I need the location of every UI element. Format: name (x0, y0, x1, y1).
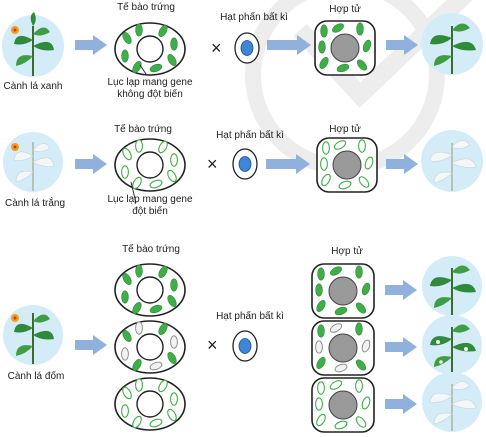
result-white-icon (421, 130, 483, 192)
pollen-label: Hạt phấn bất kì (220, 12, 288, 23)
egg-cell-variegated-middle (114, 320, 186, 374)
arrow-icon (75, 335, 107, 355)
zygote-variegated-middle (311, 320, 375, 376)
pollen-grain (232, 148, 258, 180)
branch-green-label: Cành lá xanh (3, 81, 63, 92)
zygote-variegated-top (311, 263, 375, 319)
zygote-white (316, 137, 378, 193)
egg-cell-label: Tế bào trứng (114, 124, 172, 135)
row-green-branch (2, 12, 64, 77)
arrow-icon (75, 35, 107, 55)
chloroplast-note-line1: Lục lạp mang gene (107, 194, 193, 205)
egg-cell-variegated-bottom (114, 377, 186, 431)
zygote-variegated-bottom (311, 377, 375, 433)
egg-cell-green (114, 22, 186, 76)
cross-symbol: × (207, 154, 218, 174)
zygote-green (314, 20, 376, 76)
row-white-branch (3, 132, 63, 192)
zygote-label: Hợp tử (329, 4, 361, 15)
chloroplast-note-line1: Lục lạp mang gene (107, 77, 193, 88)
pollen-grain (232, 330, 258, 362)
zygote-label: Hợp tử (329, 124, 361, 135)
note-pointer (130, 181, 137, 204)
egg-cell-white (114, 138, 186, 192)
chloroplast-note-line2: không đột biến (117, 89, 183, 100)
note-pointer (139, 64, 147, 75)
plant-white-icon (3, 132, 63, 192)
cross-symbol: × (211, 38, 222, 58)
zygote-label: Hợp tử (331, 246, 363, 257)
branch-variegated-label: Cành lá đốm (7, 371, 65, 382)
result-variegated-bottom-icon (422, 372, 482, 432)
egg-cell-label: Tế bào trứng (117, 2, 175, 13)
result-variegated-top-icon (422, 256, 482, 316)
egg-cell-label: Tế bào trứng (122, 244, 180, 255)
egg-cell-variegated-top (114, 263, 186, 317)
arrow-icon (75, 154, 107, 174)
branch-white-label: Cành lá trắng (4, 198, 66, 209)
plant-variegated-icon (3, 305, 63, 365)
pollen-grain (234, 32, 260, 64)
chloroplast-note-line2: đột biến (132, 206, 168, 217)
row-variegated-branch (3, 305, 63, 365)
arrow-icon (385, 280, 417, 300)
result-green-icon (421, 13, 483, 75)
cross-symbol: × (207, 335, 218, 355)
pollen-label: Hạt phấn bất kì (216, 311, 284, 322)
arrow-icon (385, 337, 417, 357)
arrow-icon (385, 394, 417, 414)
plant-green-icon (2, 12, 64, 77)
pollen-label: Hạt phấn bất kì (216, 130, 284, 141)
result-variegated-middle-icon (422, 315, 482, 375)
